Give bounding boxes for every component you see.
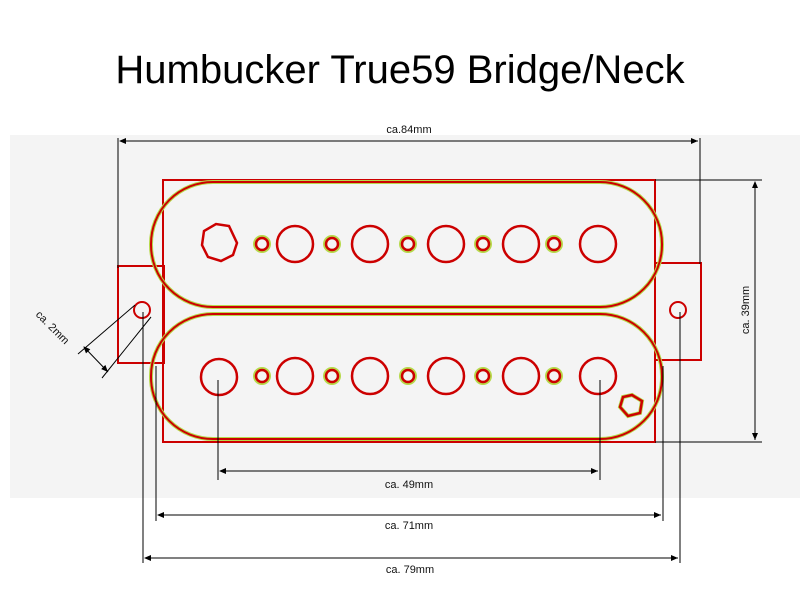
dimension-coil-width: ca. 71mm [155,366,664,532]
right-mounting-hole [669,301,687,319]
pole-screw-offset [618,393,644,418]
page-title: Humbucker True59 Bridge/Neck [115,48,685,92]
pole-screw [475,368,491,384]
dimension-label-coil-width: ca. 71mm [385,520,433,532]
dimension-label-mount-spacing: ca. 79mm [386,564,434,576]
pole-piece [350,224,390,264]
dimension-overall-width: ca.84mm [117,124,701,268]
pole-screw [254,236,270,252]
pole-piece [426,224,466,264]
pole-piece [275,224,315,264]
pole-piece [275,356,315,396]
pole-screw [254,368,270,384]
dimension-label-overall-width: ca.84mm [386,124,431,136]
pole-screw [400,368,416,384]
pole-screw [546,368,562,384]
lower-pole-row [199,356,645,419]
left-mounting-hole [133,301,151,319]
pole-piece [200,222,239,263]
dimension-pole-span: ca. 49mm [217,380,601,491]
upper-coil [149,180,664,309]
pole-piece [501,356,541,396]
lower-coil [149,312,664,441]
dimension-mount-spacing: ca. 79mm [142,312,681,576]
pole-piece [350,356,390,396]
pole-piece [578,224,618,264]
pole-piece [426,356,466,396]
pole-screw [546,236,562,252]
pole-screw [324,368,340,384]
pole-screw [475,236,491,252]
dimension-height: ca. 39mm [655,179,762,443]
pole-piece [199,357,239,397]
pole-piece [578,356,618,396]
pole-screw [324,236,340,252]
pole-screw [400,236,416,252]
dimension-label-height: ca. 39mm [740,286,752,334]
pole-piece [501,224,541,264]
upper-pole-row [200,222,618,264]
dimension-label-pole-span: ca. 49mm [385,479,433,491]
